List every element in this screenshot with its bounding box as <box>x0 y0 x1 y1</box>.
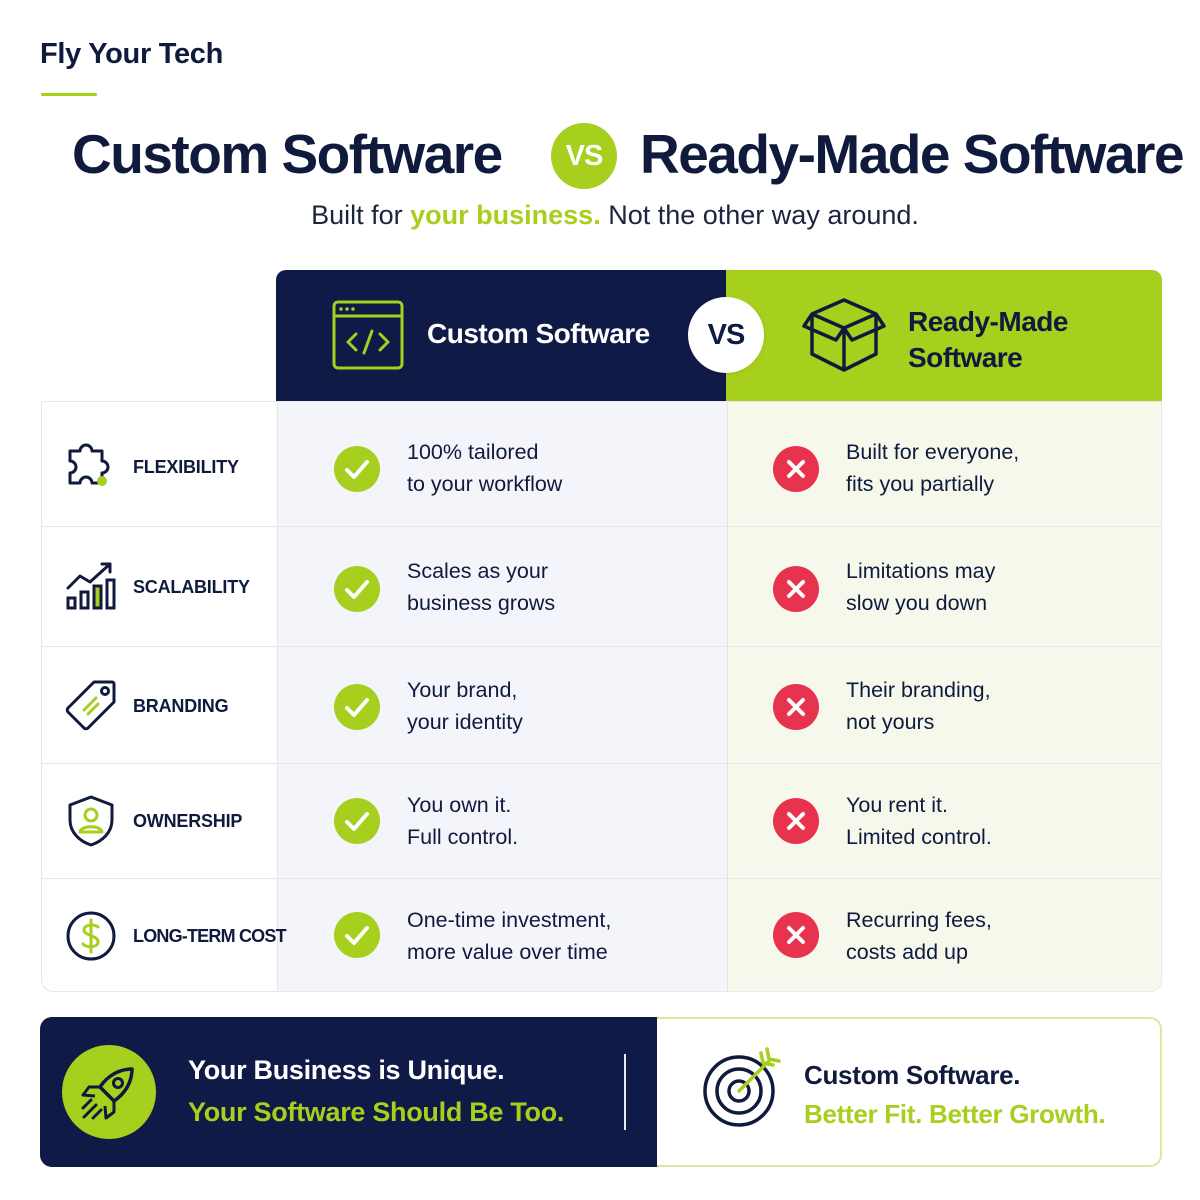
subtitle-before: Built for <box>311 200 411 230</box>
custom-column-label: Custom Software <box>427 318 650 349</box>
rocket-badge <box>62 1045 156 1139</box>
category-label: FLEXIBILITY <box>133 457 239 477</box>
subtitle-highlight: your business. <box>410 200 601 230</box>
cross-icon <box>773 684 819 730</box>
table-row: LONG-TERM COST One-time investment, more… <box>42 878 1161 991</box>
table-row: OWNERSHIP You own it. Full control. You … <box>42 763 1161 878</box>
footer-right-banner: Custom Software. Better Fit. Better Grow… <box>657 1017 1162 1167</box>
custom-column-header: Custom Software <box>276 270 726 401</box>
brand-underline <box>41 93 97 96</box>
custom-cell-text: You own it. Full control. <box>407 789 518 853</box>
cell-line: more value over time <box>407 940 608 964</box>
custom-cell-text: Scales as your business grows <box>407 555 555 619</box>
subtitle-after: Not the other way around. <box>600 200 919 230</box>
ready-column-label: Ready-Made Software <box>908 304 1138 376</box>
cross-icon <box>773 566 819 612</box>
subtitle: Built for your business. Not the other w… <box>0 200 1200 231</box>
ready-cell-text: Their branding, not yours <box>846 674 991 738</box>
cross-icon <box>773 912 819 958</box>
cell-line: Scales as your <box>407 559 549 583</box>
cell-line: Limited control. <box>846 825 992 849</box>
table-row: BRANDING Your brand, your identity Their… <box>42 646 1161 763</box>
row-divider <box>42 763 1161 764</box>
brand-name: Fly Your Tech <box>40 38 224 70</box>
comparison-table: FLEXIBILITY 100% tailored to your workfl… <box>41 401 1162 992</box>
box-icon <box>802 298 886 372</box>
footer-separator <box>624 1054 626 1130</box>
puzzle-icon <box>68 443 110 486</box>
category-label: OWNERSHIP <box>133 811 243 831</box>
cell-line: Built for everyone, <box>846 440 1020 464</box>
headline-vs-badge: VS <box>551 123 617 189</box>
category-label: BRANDING <box>133 696 229 716</box>
cell-line: business grows <box>407 591 556 615</box>
cell-line: your identity <box>407 710 523 734</box>
cell-line: 100% tailored <box>407 440 539 464</box>
cell-line: You rent it. <box>846 793 948 817</box>
category-label: LONG-TERM COST <box>133 926 287 946</box>
cell-line: not yours <box>846 710 935 734</box>
cell-line: One-time investment, <box>407 908 612 932</box>
ready-column-header: Ready-Made Software <box>726 270 1162 401</box>
footer-right-subtitle: Better Fit. Better Growth. <box>804 1099 1106 1129</box>
category-label: SCALABILITY <box>133 577 250 597</box>
ready-cell-text: Recurring fees, costs add up <box>846 904 992 968</box>
column-divider <box>277 402 278 991</box>
check-icon <box>334 912 380 958</box>
table-row: SCALABILITY Scales as your business grow… <box>42 526 1161 646</box>
cell-line: You own it. <box>407 793 512 817</box>
check-icon <box>334 684 380 730</box>
custom-cell-text: One-time investment, more value over tim… <box>407 904 611 968</box>
cell-line: Full control. <box>407 825 519 849</box>
rocket-icon <box>81 1067 134 1120</box>
header-vs-badge: VS <box>688 297 764 373</box>
cross-icon <box>773 446 819 492</box>
tag-icon <box>65 680 116 731</box>
cell-line: Limitations may <box>846 559 996 583</box>
row-divider <box>42 646 1161 647</box>
shield-user-icon <box>68 795 114 847</box>
ready-cell-text: You rent it. Limited control. <box>846 789 992 853</box>
row-divider <box>42 526 1161 527</box>
cell-line: slow you down <box>846 591 988 615</box>
column-divider <box>727 402 728 991</box>
cell-line: to your workflow <box>407 472 563 496</box>
custom-cell-text: 100% tailored to your workflow <box>407 436 562 500</box>
headline-left: Custom Software <box>72 123 503 185</box>
headline-right: Ready-Made Software <box>640 123 1185 185</box>
cell-line: Recurring fees, <box>846 908 992 932</box>
headline: Custom Software VS Ready-Made Software <box>0 120 1200 190</box>
check-icon <box>334 566 380 612</box>
cross-icon <box>773 798 819 844</box>
table-row: FLEXIBILITY 100% tailored to your workfl… <box>42 402 1161 526</box>
cell-line: Your brand, <box>407 678 518 702</box>
code-window-icon <box>332 300 404 370</box>
growth-chart-icon <box>66 562 116 610</box>
footer-left-banner: Your Business is Unique. Your Software S… <box>40 1017 657 1167</box>
check-icon <box>334 798 380 844</box>
ready-cell-text: Built for everyone, fits you partially <box>846 436 1019 500</box>
custom-cell-text: Your brand, your identity <box>407 674 523 738</box>
target-icon <box>703 1047 781 1127</box>
check-icon <box>334 446 380 492</box>
cell-line: costs add up <box>846 940 968 964</box>
dollar-coin-icon <box>66 911 116 961</box>
footer-left-subtitle: Your Software Should Be Too. <box>188 1097 565 1127</box>
ready-column-label-line1: Ready-Made <box>908 306 1068 337</box>
footer-left-title: Your Business is Unique. <box>188 1055 505 1085</box>
cell-line: fits you partially <box>846 472 995 496</box>
cell-line: Their branding, <box>846 678 991 702</box>
ready-cell-text: Limitations may slow you down <box>846 555 995 619</box>
footer-right-title: Custom Software. <box>804 1060 1021 1090</box>
row-divider <box>42 878 1161 879</box>
ready-column-label-line2: Software <box>908 342 1023 373</box>
